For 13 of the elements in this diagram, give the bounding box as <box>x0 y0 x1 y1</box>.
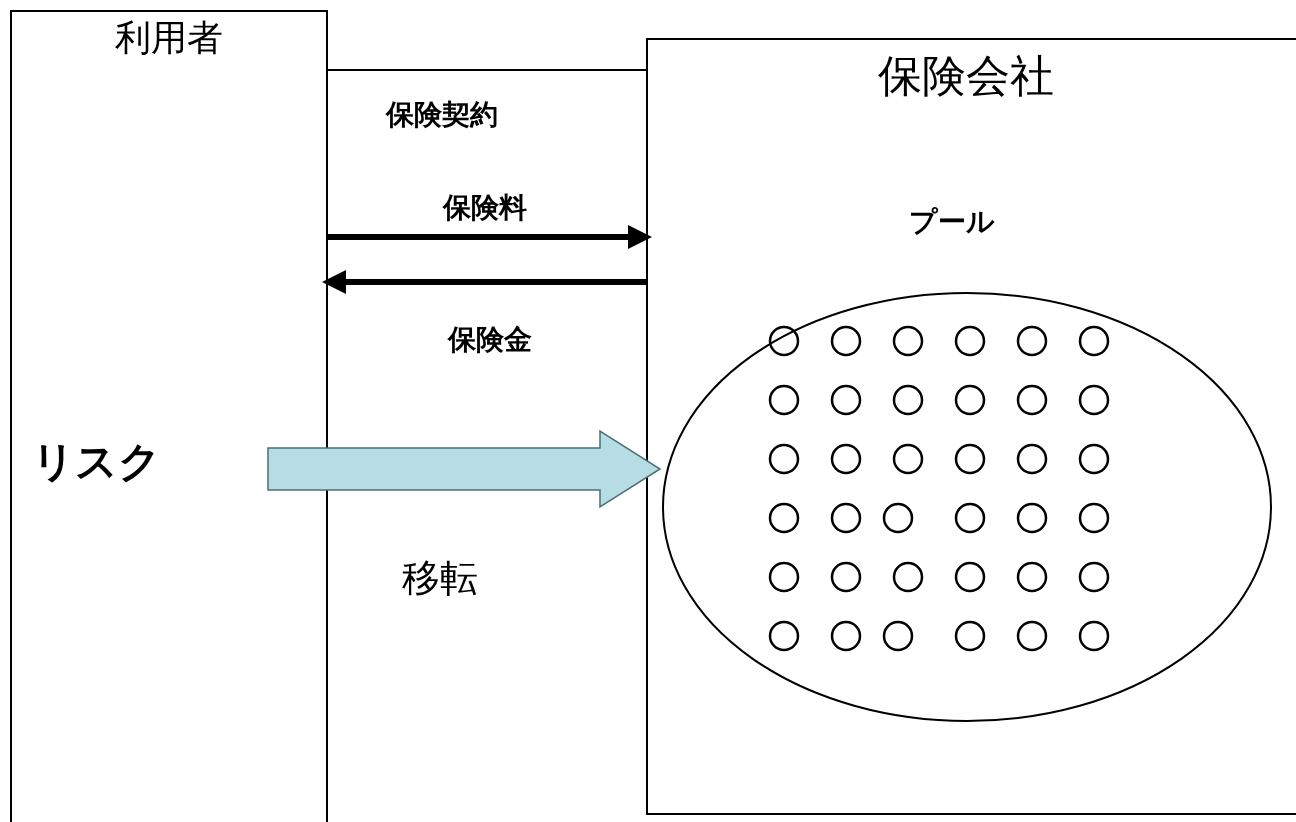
contract-label: 保険契約 <box>386 97 498 133</box>
edge-label: 移転 <box>402 559 478 597</box>
box-title: 保険会社 <box>877 49 1055 103</box>
arrow <box>328 225 652 249</box>
arrow <box>322 270 646 294</box>
block-arrow <box>267 429 662 509</box>
actor-box <box>10 10 328 822</box>
box-title: 利用者 <box>114 16 224 60</box>
risk-text: リスク <box>32 437 161 487</box>
pool-title: プール <box>908 204 996 240</box>
actor-box <box>646 38 1296 815</box>
edge-label: 保険料 <box>443 194 527 222</box>
edge-label: 保険金 <box>448 326 532 354</box>
